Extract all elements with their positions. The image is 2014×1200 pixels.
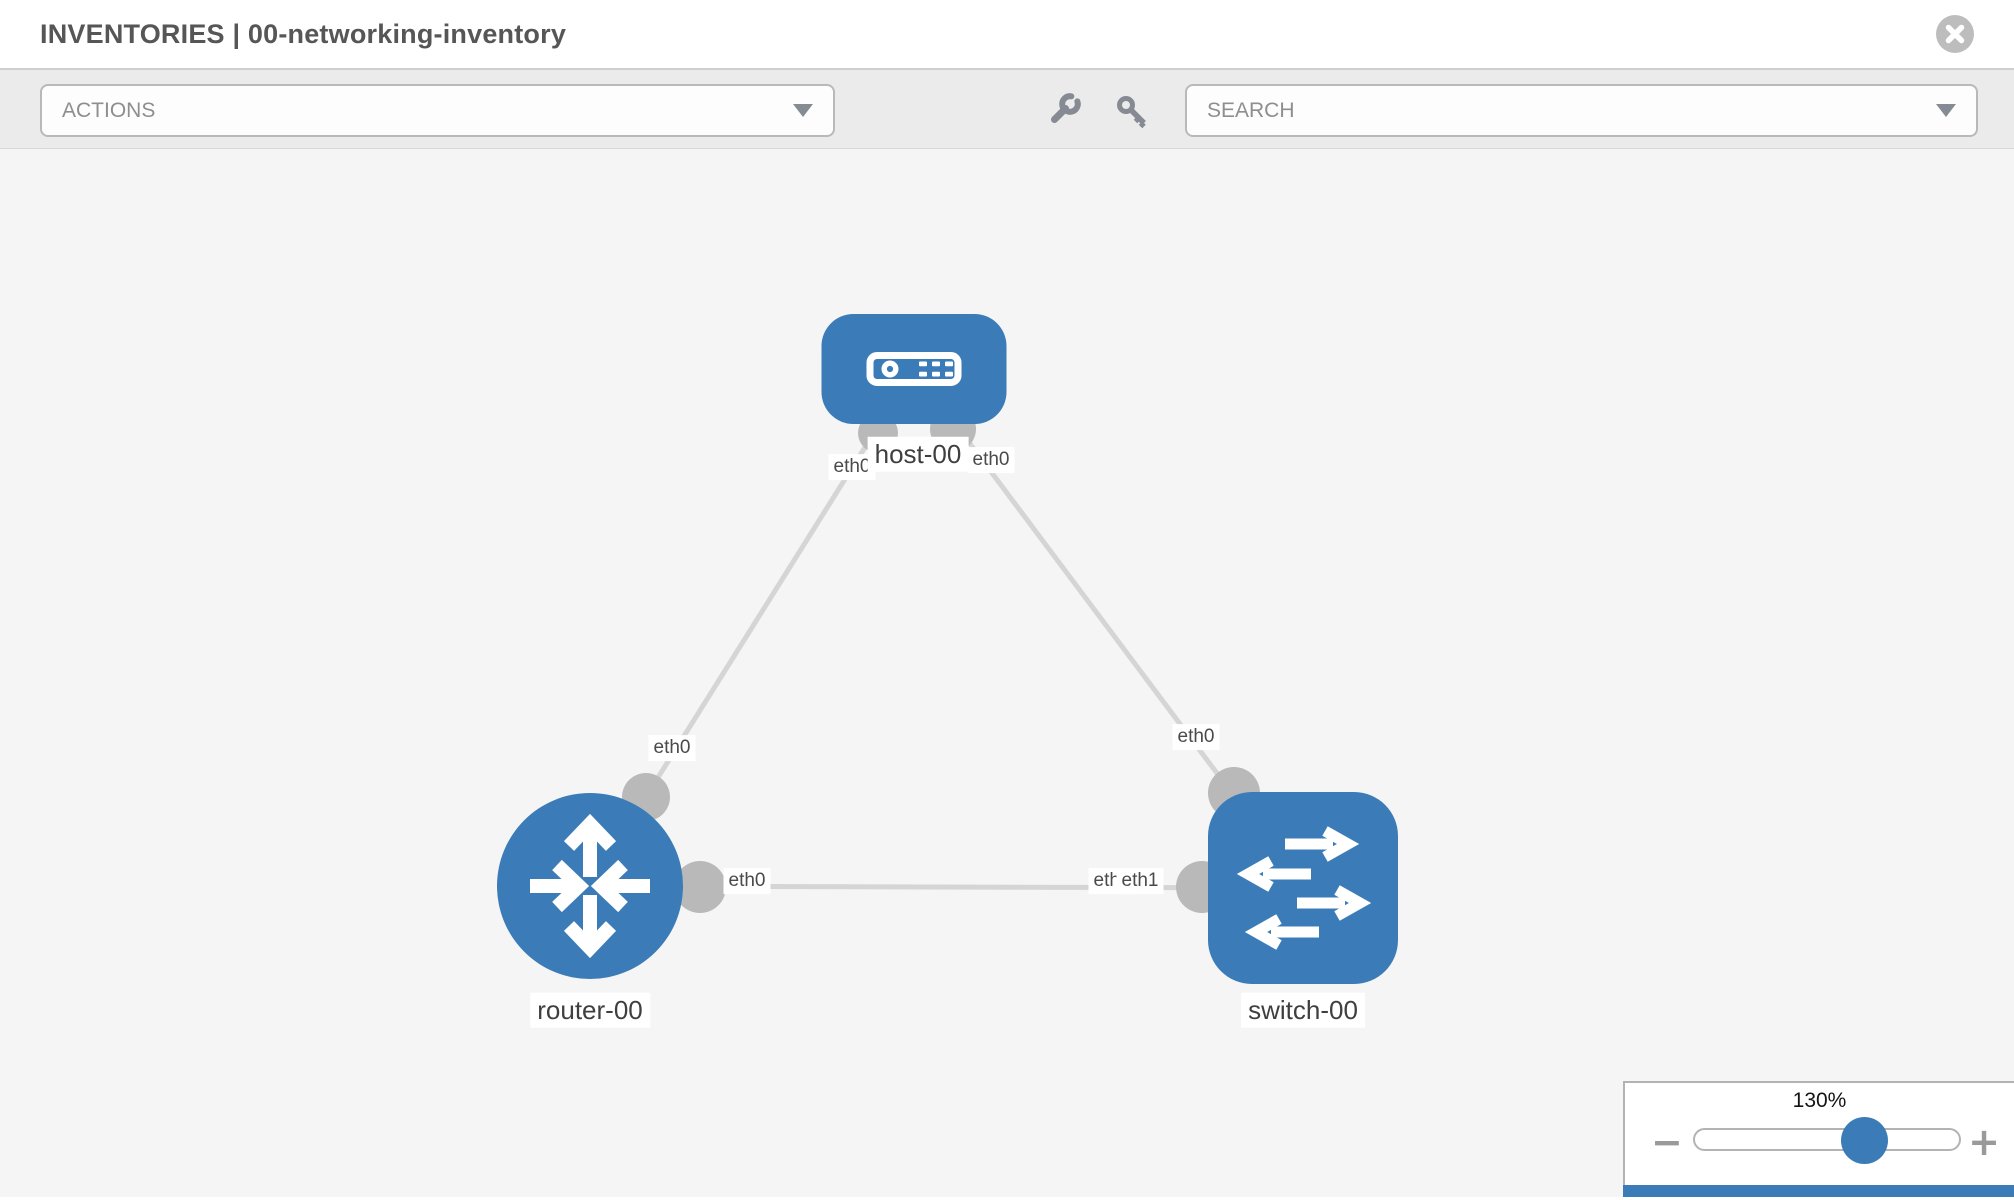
router-icon	[530, 813, 650, 959]
key-icon	[1117, 96, 1146, 129]
actions-dropdown-label: ACTIONS	[62, 98, 156, 122]
chevron-down-icon	[1936, 104, 1956, 117]
chevron-down-icon	[793, 104, 813, 117]
node-label: host-00	[867, 436, 969, 472]
topology-canvas[interactable]: eth0 eth0 eth0 eth0 eth0 eth1 eth1 host-…	[0, 149, 2014, 1197]
node-label: switch-00	[1241, 992, 1365, 1028]
node-router-00[interactable]	[497, 793, 683, 979]
panel-accent-bar	[1623, 1185, 2014, 1197]
node-label: router-00	[530, 992, 650, 1028]
zoom-slider[interactable]	[1693, 1128, 1961, 1151]
search-dropdown[interactable]: SEARCH	[1185, 84, 1978, 137]
wrench-icon	[1051, 93, 1081, 123]
toolbar: ACTIONS SEARCH	[0, 70, 2014, 149]
interface-label: eth0	[648, 735, 696, 761]
header: INVENTORIES | 00-networking-inventory	[0, 0, 2014, 70]
close-icon	[1936, 15, 1974, 53]
interface-label: eth0	[723, 868, 771, 894]
switch-icon	[1236, 826, 1372, 950]
interface-label: eth0	[967, 447, 1015, 473]
search-dropdown-label: SEARCH	[1207, 98, 1295, 122]
key-button[interactable]	[1111, 90, 1155, 134]
page-title: INVENTORIES | 00-networking-inventory	[40, 18, 567, 49]
zoom-level: 130%	[1792, 1089, 1847, 1112]
zoom-out-button[interactable]: −	[1651, 1120, 1683, 1164]
interface-dot	[674, 861, 726, 913]
close-button[interactable]	[1936, 15, 1974, 53]
zoom-in-button[interactable]: +	[1968, 1120, 2000, 1164]
node-host-00[interactable]	[821, 314, 1007, 424]
actions-dropdown[interactable]: ACTIONS	[40, 84, 835, 137]
interface-label: eth1	[1116, 868, 1164, 894]
host-icon	[866, 352, 962, 386]
configure-button[interactable]	[1044, 90, 1088, 134]
interface-label: eth0	[1172, 724, 1220, 750]
zoom-panel: 130% − +	[1623, 1081, 2014, 1197]
zoom-slider-handle[interactable]	[1841, 1117, 1888, 1164]
node-switch-00[interactable]	[1208, 792, 1398, 984]
